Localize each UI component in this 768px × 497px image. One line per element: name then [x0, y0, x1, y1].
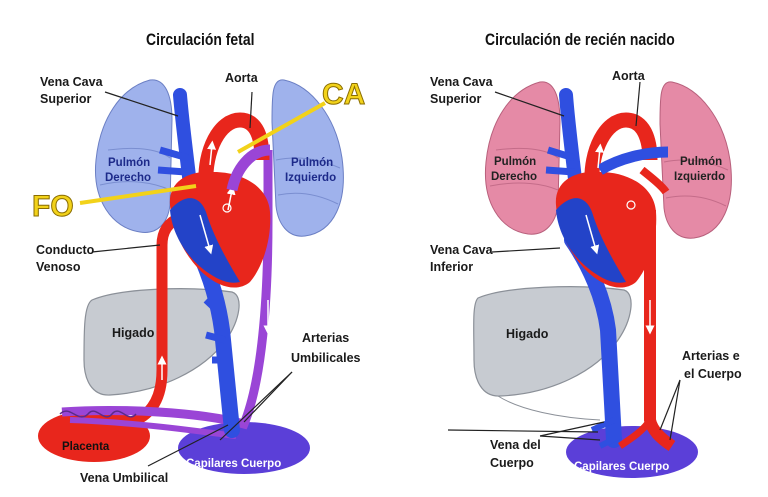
- newborn-circulation-title: Circulación de recién nacido: [485, 30, 675, 49]
- label-higado-fetal: Higado: [112, 326, 155, 340]
- pulmonary-artery-newborn: [597, 146, 669, 175]
- newborn-diagram: Vena Cava Superior Aorta Pulmón Derecho …: [430, 69, 742, 478]
- label-higado-newborn: Higado: [506, 327, 549, 341]
- label-pulmon-izquierdo-fetal-1: Pulmón: [291, 157, 333, 169]
- label-pulmon-izquierdo-newborn-1: Pulmón: [680, 156, 722, 168]
- left-lung-newborn: [659, 81, 732, 239]
- label-conducto-venoso-1: Conducto: [36, 243, 95, 257]
- label-aorta-newborn: Aorta: [612, 69, 646, 83]
- descending-aorta-newborn: [644, 210, 676, 451]
- left-lung-fetal: [271, 79, 344, 237]
- label-vena-cava-superior-newborn-1: Vena Cava: [430, 75, 494, 89]
- label-pulmon-izquierdo-newborn-2: Izquierdo: [674, 171, 725, 183]
- label-capilares-cuerpo-fetal: Capilares Cuerpo: [186, 458, 281, 470]
- aortic-arch-newborn: [584, 112, 658, 186]
- label-capilares-cuerpo-newborn: Capilares Cuerpo: [574, 461, 669, 473]
- pulmonary-artery-fetal: [226, 144, 271, 192]
- fetal-circulation-title: Circulación fetal: [146, 30, 255, 49]
- label-vena-cava-superior-fetal-2: Superior: [40, 92, 92, 106]
- right-lung-newborn: [484, 81, 561, 235]
- label-arterias-umbilicales-1: Arterias: [302, 331, 349, 345]
- label-vena-cuerpo-1: Vena del: [490, 438, 541, 452]
- fetal-diagram: Vena Cava Superior Aorta CA Pulmón Derec…: [32, 71, 366, 485]
- label-pulmon-derecho-newborn-1: Pulmón: [494, 156, 536, 168]
- label-vena-cava-inferior-2: Inferior: [430, 260, 473, 274]
- heart-newborn: [555, 171, 657, 288]
- label-arterias-cuerpo-2: el Cuerpo: [684, 367, 742, 381]
- heart-fetal: [169, 171, 271, 288]
- umbilical-artery-2: [69, 417, 237, 439]
- label-arterias-umbilicales-2: Umbilicales: [291, 351, 361, 365]
- label-pulmon-derecho-newborn-2: Derecho: [491, 171, 537, 183]
- superior-vena-cava-fetal: [173, 88, 197, 192]
- label-vena-cuerpo-2: Cuerpo: [490, 456, 534, 470]
- liver-newborn: [473, 286, 632, 397]
- label-placenta: Placenta: [62, 441, 110, 453]
- label-pulmon-derecho-fetal-2: Derecho: [105, 172, 151, 184]
- label-pulmon-izquierdo-fetal-2: Izquierdo: [285, 172, 336, 184]
- label-vena-cava-superior-fetal-1: Vena Cava: [40, 75, 104, 89]
- label-vena-cava-superior-newborn-2: Superior: [430, 92, 482, 106]
- label-aorta-fetal: Aorta: [225, 71, 259, 85]
- umbilical-artery-1: [61, 150, 273, 430]
- label-vena-cava-inferior-1: Vena Cava: [430, 243, 494, 257]
- label-vena-umbilical: Vena Umbilical: [80, 471, 168, 485]
- label-fo: FO: [32, 190, 74, 223]
- label-ca: CA: [322, 78, 365, 111]
- label-pulmon-derecho-fetal-1: Pulmón: [108, 157, 150, 169]
- label-arterias-cuerpo-1: Arterias e: [682, 349, 740, 363]
- label-conducto-venoso-2: Venoso: [36, 260, 81, 274]
